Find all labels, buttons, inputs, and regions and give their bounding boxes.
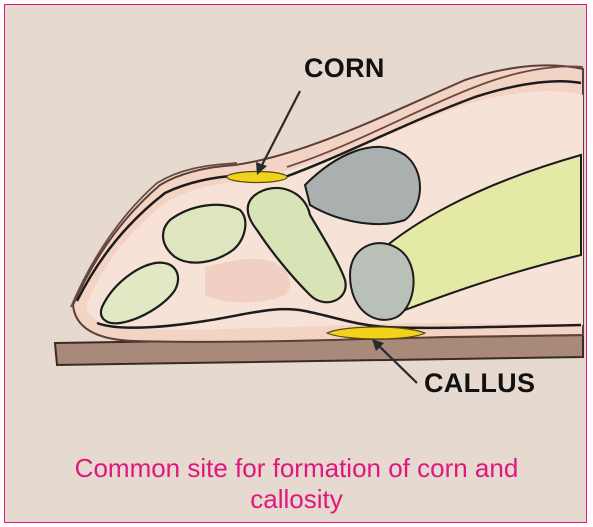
diagram-frame: CORN CALLUS Common site for formation of… <box>4 4 587 523</box>
metatarsal-head <box>350 243 414 320</box>
caption-line-1: Common site for formation of corn and <box>5 453 587 484</box>
caption-line-2: callosity <box>5 484 587 515</box>
corn-label: CORN <box>304 53 385 84</box>
callus-label: CALLUS <box>424 368 535 399</box>
joint-tissue <box>205 259 290 303</box>
figure-caption: Common site for formation of corn and ca… <box>5 453 587 515</box>
callus-lesion <box>327 327 425 339</box>
toe-cross-section-illustration <box>5 5 587 425</box>
